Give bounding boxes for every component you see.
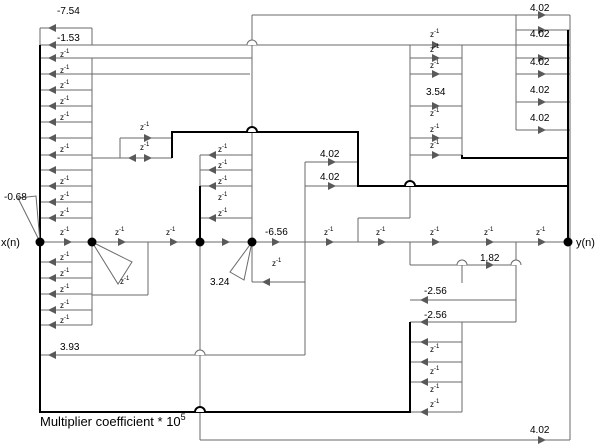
delay-label: z-1 bbox=[430, 399, 440, 409]
delay-label: z-1 bbox=[60, 49, 70, 59]
delay-label: z-1 bbox=[272, 258, 282, 268]
output-node bbox=[563, 237, 573, 247]
delay-label: z-1 bbox=[60, 268, 70, 278]
delay-label: z-1 bbox=[60, 65, 70, 75]
delay-label: z-1 bbox=[218, 144, 228, 154]
coef-bottom: 4.02 bbox=[530, 425, 550, 436]
delay-label: z-1 bbox=[430, 44, 440, 54]
node-4 bbox=[247, 237, 257, 247]
delay-label: z-1 bbox=[140, 122, 150, 132]
delay-label: z-1 bbox=[60, 96, 70, 106]
delay-label: z-1 bbox=[430, 60, 440, 70]
coef-left-input: -0.68 bbox=[4, 192, 27, 203]
delay-label: z-1 bbox=[166, 227, 176, 237]
delay-label: z-1 bbox=[218, 208, 228, 218]
coef-branch-324: 3.24 bbox=[210, 277, 230, 288]
coef-right-354: 3.54 bbox=[426, 87, 446, 98]
coef-left-393: 3.93 bbox=[60, 342, 80, 353]
delay-label: z-1 bbox=[430, 124, 440, 134]
signal-arrows bbox=[48, 11, 546, 444]
input-node bbox=[35, 237, 45, 247]
node-2 bbox=[87, 237, 97, 247]
input-label: x(n) bbox=[1, 237, 20, 249]
coef-top-1: -7.54 bbox=[57, 6, 80, 17]
coef-mid-b: 4.02 bbox=[320, 172, 340, 183]
delay-label: z-1 bbox=[536, 227, 546, 237]
delay-label: z-1 bbox=[484, 227, 494, 237]
output-label: y(n) bbox=[576, 237, 595, 249]
delay-label: z-1 bbox=[430, 384, 440, 394]
coef-lower-182: 1.82 bbox=[480, 253, 500, 264]
bold-wires bbox=[39, 30, 569, 413]
node-3 bbox=[195, 237, 205, 247]
coef-right-1: 4.02 bbox=[530, 3, 550, 14]
delay-label: z-1 bbox=[376, 227, 386, 237]
coef-right-4: 4.02 bbox=[530, 85, 550, 96]
delay-label: z-1 bbox=[430, 227, 440, 237]
delay-label: z-1 bbox=[140, 142, 150, 152]
coef-forward: -6.56 bbox=[265, 227, 288, 238]
coef-right-2: 4.02 bbox=[530, 29, 550, 40]
delay-label: z-1 bbox=[60, 300, 70, 310]
coef-top-2: -1.53 bbox=[57, 33, 80, 44]
junction-nodes bbox=[35, 237, 573, 247]
delay-label: z-1 bbox=[430, 344, 440, 354]
delay-label: z-1 bbox=[324, 227, 334, 237]
coef-lower-256b: -2.56 bbox=[424, 310, 447, 321]
delay-label: z-1 bbox=[60, 176, 70, 186]
delay-label: z-1 bbox=[60, 144, 70, 154]
delay-label: z-1 bbox=[60, 315, 70, 325]
delay-label: z-1 bbox=[430, 366, 440, 376]
multiplier-triangles bbox=[17, 195, 253, 285]
delay-label: z-1 bbox=[60, 80, 70, 90]
delay-label: z-1 bbox=[120, 276, 130, 286]
coefficient-labels: -7.54 -1.53 -0.68 4.02 4.02 -6.56 3.24 3… bbox=[4, 3, 550, 436]
coef-lower-256a: -2.56 bbox=[424, 286, 447, 297]
coef-mid-a: 4.02 bbox=[320, 149, 340, 160]
delay-label: z-1 bbox=[218, 192, 228, 202]
delay-label: z-1 bbox=[60, 252, 70, 262]
delay-label: z-1 bbox=[60, 208, 70, 218]
wire-crossovers bbox=[194, 39, 522, 413]
delay-label: z-1 bbox=[115, 227, 125, 237]
delay-label: z-1 bbox=[60, 192, 70, 202]
footer-note: Multiplier coefficient * 105 bbox=[40, 412, 186, 429]
delay-label: z-1 bbox=[218, 176, 228, 186]
delay-label: z-1 bbox=[218, 160, 228, 170]
coef-right-5: 4.02 bbox=[530, 113, 550, 124]
coef-right-3: 4.02 bbox=[530, 57, 550, 68]
delay-label: z-1 bbox=[430, 140, 440, 150]
delay-label: z-1 bbox=[60, 112, 70, 122]
delay-label: z-1 bbox=[60, 227, 70, 237]
delay-label: z-1 bbox=[430, 29, 440, 39]
delay-labels: z-1 z-1 z-1 z-1 z-1 z-1 z-1 z-1 z-1 z-1 … bbox=[60, 29, 546, 409]
delay-label: z-1 bbox=[60, 284, 70, 294]
delay-label: z-1 bbox=[430, 108, 440, 118]
